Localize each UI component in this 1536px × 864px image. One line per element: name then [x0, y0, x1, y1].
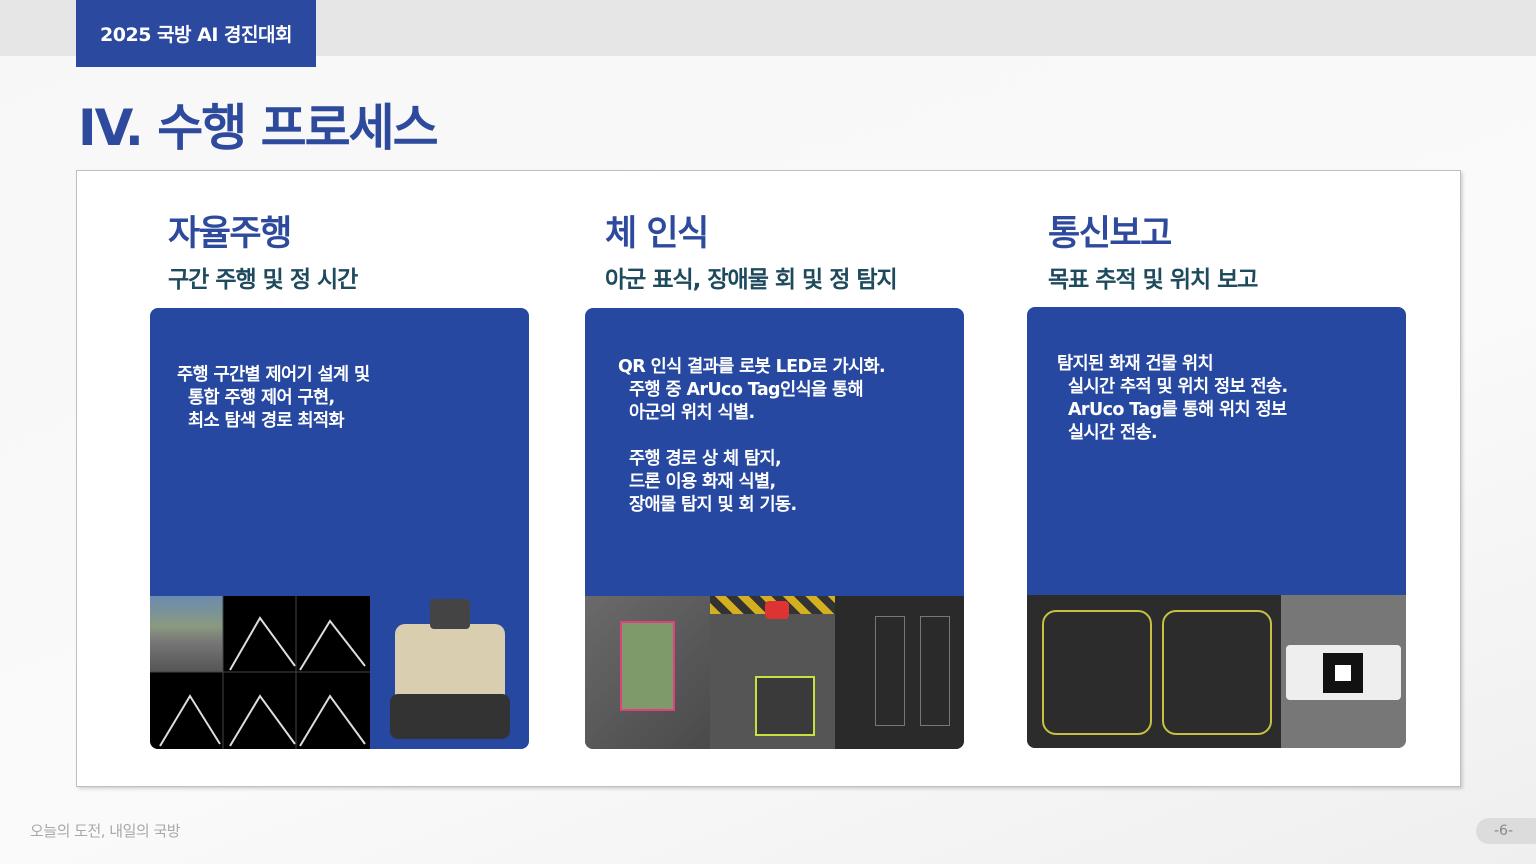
lane-detection-image — [150, 596, 370, 749]
drone-view-image — [835, 596, 964, 749]
page-number: -6- — [1476, 818, 1536, 844]
footer-slogan: 오늘의 도전, 내일의 국방 — [30, 822, 181, 840]
card-text: 주행 구간별 제어기 설계 및 통합 주행 제어 구현, 최소 탐색 경로 최적… — [177, 365, 370, 431]
robot-image — [385, 594, 515, 749]
column-heading-recognition: 체 인식 — [605, 214, 709, 254]
card-communication: 탐지된 화재 건물 위치 실시간 추적 및 위치 정보 전송. ArUco Ta… — [1027, 307, 1406, 748]
card-autonomous: 주행 구간별 제어기 설계 및 통합 주행 제어 구현, 최소 탐색 경로 최적… — [150, 308, 529, 749]
column-heading-autonomous: 자율주행 — [168, 214, 292, 254]
event-tab: 2025 국방 AI 경진대회 — [76, 0, 316, 67]
column-subheading-communication: 목표 추적 및 위치 보고 — [1048, 267, 1258, 293]
column-heading-communication: 통신보고 — [1048, 214, 1172, 254]
column-subheading-autonomous: 구간 주행 및 정 시간 — [168, 267, 358, 293]
map-image — [1027, 595, 1281, 748]
card-text: QR 인식 결과를 로봇 LED로 가시화. 주행 중 ArUco Tag인식을… — [618, 357, 886, 515]
soldier-detection-image — [585, 596, 710, 749]
card-text: 탐지된 화재 건물 위치 실시간 추적 및 위치 정보 전송. ArUco Ta… — [1057, 354, 1288, 443]
aruco-tag-image — [1281, 595, 1406, 748]
card-recognition: QR 인식 결과를 로봇 LED로 가시화. 주행 중 ArUco Tag인식을… — [585, 308, 964, 749]
obstacle-detection-image — [710, 596, 835, 749]
page-title: IV. 수행 프로세스 — [78, 99, 439, 157]
column-subheading-recognition: 아군 표식, 장애물 회 및 정 탐지 — [605, 267, 898, 293]
